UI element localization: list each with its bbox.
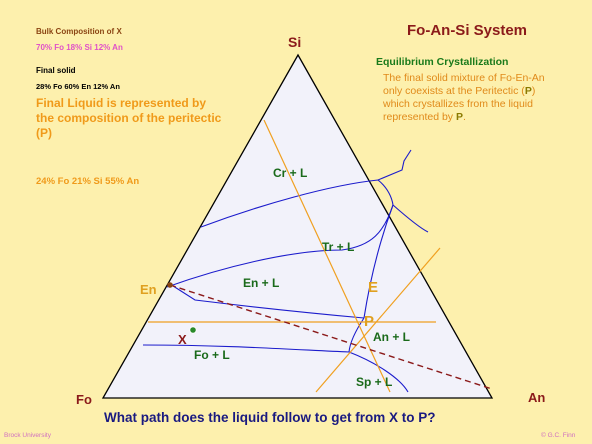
eq-text-part: The final solid mixture of Fo-En-An only… bbox=[383, 72, 545, 97]
field-sp-label: Sp + L bbox=[356, 375, 392, 389]
footer-copyright: © G.C. Finn bbox=[541, 432, 576, 439]
eq-text-part: . bbox=[462, 111, 466, 123]
bulk-composition-title: Bulk Composition of X bbox=[36, 27, 122, 36]
tie-line-p-to-si-side bbox=[263, 119, 391, 393]
footer-institution: Brock University bbox=[4, 432, 51, 439]
boundary-en-fo bbox=[169, 283, 365, 319]
vertex-an-label: An bbox=[528, 390, 546, 405]
en-an-join-dashed bbox=[169, 284, 493, 390]
field-en-label: En + L bbox=[243, 276, 279, 290]
p-point-label: P bbox=[364, 313, 374, 330]
system-title: Fo-An-Si System bbox=[407, 22, 528, 39]
tie-lines bbox=[148, 119, 441, 393]
boundary-fo-sp bbox=[142, 344, 409, 393]
equilibrium-title: Equilibrium Crystallization bbox=[376, 56, 509, 68]
boundary-cr-tr bbox=[200, 179, 394, 228]
final-liquid-note: Final Liquid is represented by the compo… bbox=[36, 96, 222, 140]
en-point bbox=[167, 282, 173, 288]
boundary-tr-an bbox=[363, 204, 394, 319]
en-point-label: En bbox=[140, 282, 157, 297]
eq-p-label: P bbox=[455, 111, 463, 123]
field-fo-label: Fo + L bbox=[194, 348, 230, 362]
e-point-label: E bbox=[368, 279, 378, 296]
x-point bbox=[189, 326, 197, 334]
boundary-e-right bbox=[392, 204, 429, 233]
field-cr-label: Cr + L bbox=[273, 166, 307, 180]
eq-text-part: ) which crystallizes from the liquid rep… bbox=[383, 85, 536, 123]
question-text: What path does the liquid follow to get … bbox=[104, 410, 436, 425]
field-tr-label: Tr + L bbox=[322, 240, 354, 254]
boundary-upper-right bbox=[377, 149, 412, 181]
eq-p-label: P bbox=[524, 85, 532, 97]
ternary-triangle bbox=[101, 53, 494, 399]
final-solid-title: Final solid bbox=[36, 66, 76, 75]
peritectic-composition: 24% Fo 21% Si 55% An bbox=[36, 176, 140, 187]
final-solid-values: 28% Fo 60% En 12% An bbox=[36, 82, 120, 91]
tie-line-p-to-an-side bbox=[315, 247, 441, 393]
field-an-label: An + L bbox=[373, 330, 410, 344]
bulk-composition-values: 70% Fo 18% Si 12% An bbox=[36, 43, 123, 52]
vertex-si-label: Si bbox=[288, 34, 302, 50]
equilibrium-description: The final solid mixture of Fo-En-An only… bbox=[383, 72, 563, 124]
boundary-sp-an bbox=[348, 317, 365, 353]
vertex-fo-label: Fo bbox=[76, 392, 92, 407]
x-point-label: X bbox=[178, 332, 187, 347]
cotectic-boundaries bbox=[142, 149, 429, 393]
